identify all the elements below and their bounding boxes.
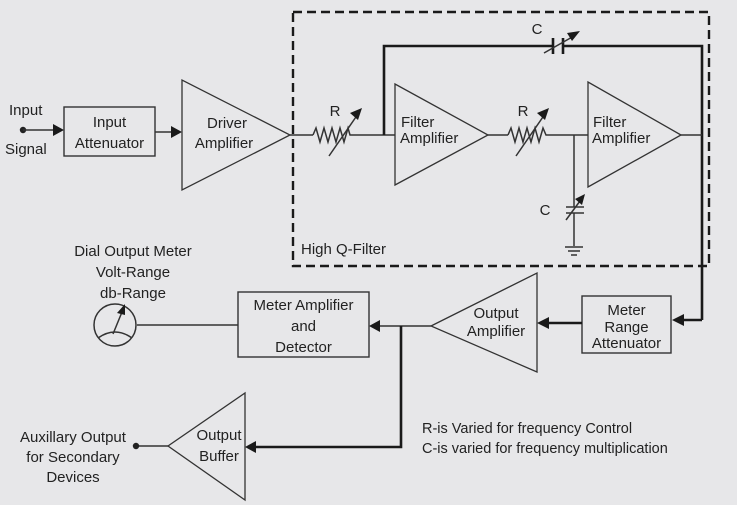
output-buffer-triangle [166, 391, 246, 502]
notes: R-is Varied for frequency Control C-is v… [422, 421, 668, 457]
filter-amplifier-1: Filter Amplifier [394, 82, 490, 187]
high-q-filter-label: High Q-Filter [301, 241, 386, 258]
filter-amplifier-2-line1: Filter [593, 114, 626, 131]
filter-amplifier-2: Filter Amplifier [587, 80, 683, 189]
output-amplifier-line1: Output [473, 305, 519, 322]
meter-amplifier-detector-block: Meter Amplifier and Detector [237, 291, 370, 358]
input-label-line2: Signal [5, 141, 47, 158]
output-amplifier-triangle [429, 271, 538, 373]
output-amplifier: Output Amplifier [429, 271, 538, 373]
arrow-icon [245, 441, 256, 453]
high-q-filter: High Q-Filter R C Filter Amplifier [290, 10, 711, 320]
filter-amplifier-1-line1: Filter [401, 114, 434, 131]
dial-meter-line2: Volt-Range [96, 264, 170, 281]
aux-output-line3: Devices [46, 469, 99, 486]
arrow-icon [672, 314, 684, 326]
feedback-capacitor-label: C [532, 21, 543, 38]
note-resistor: R-is Varied for frequency Control [422, 421, 632, 437]
driver-amplifier-line1: Driver [207, 115, 247, 132]
filter-amplifier-1-line2: Amplifier [400, 130, 458, 147]
meter-range-attenuator-line2: Range [604, 319, 648, 336]
feedback-wire [563, 44, 704, 320]
arrow-icon [171, 126, 182, 138]
driver-amplifier-line2: Amplifier [195, 135, 253, 152]
wire [253, 326, 403, 449]
meter-amplifier-line2: and [291, 318, 316, 335]
meter-amplifier-line1: Meter Amplifier [253, 297, 353, 314]
arrow-icon [369, 320, 380, 332]
note-capacitor: C-is varied for frequency multiplication [422, 441, 668, 457]
driver-amplifier-triangle [181, 78, 292, 192]
aux-output-terminal-dot [132, 442, 140, 450]
input-signal: Input Signal [5, 102, 64, 158]
aux-output-line1: Auxillary Output [20, 429, 127, 446]
variable-resistor-icon: R [312, 103, 384, 157]
aux-output-label: Auxillary Output for Secondary Devices [20, 429, 127, 486]
resistor2-label: R [518, 103, 529, 120]
meter-range-attenuator-line1: Meter [607, 302, 645, 319]
feedback-wire [382, 44, 552, 135]
ground-icon [565, 246, 583, 256]
output-buffer-line1: Output [196, 427, 242, 444]
output-buffer: Output Buffer [166, 391, 246, 502]
filter-amplifier-2-triangle [587, 80, 683, 189]
input-label-line1: Input [9, 102, 43, 119]
variable-resistor-icon: R [507, 103, 575, 157]
variable-capacitor-icon: C [540, 194, 585, 221]
dial-meter-icon [93, 303, 137, 347]
input-attenuator-block: Input Attenuator [63, 106, 156, 157]
input-attenuator-line1: Input [93, 114, 127, 131]
input-attenuator-line2: Attenuator [75, 135, 144, 152]
output-buffer-line2: Buffer [199, 448, 239, 465]
meter-range-attenuator-line3: Attenuator [592, 335, 661, 352]
meter-amplifier-line3: Detector [275, 339, 332, 356]
filter-amplifier-2-line2: Amplifier [592, 130, 650, 147]
arrow-icon [537, 317, 549, 329]
high-q-filter-boundary [291, 10, 711, 268]
dial-meter-line3: db-Range [100, 285, 166, 302]
meter-range-attenuator-block: Meter Range Attenuator [581, 295, 672, 354]
aux-output-line2: for Secondary [26, 449, 120, 466]
meter-range-attenuator-box [581, 295, 672, 354]
arrow-icon [53, 124, 64, 136]
filter-amplifier-1-triangle [394, 82, 490, 187]
resistor1-label: R [330, 103, 341, 120]
output-amplifier-line2: Amplifier [467, 323, 525, 340]
variable-capacitor-icon: C [532, 21, 580, 54]
shunt-capacitor-label: C [540, 202, 551, 219]
dial-meter-line1: Dial Output Meter [74, 243, 192, 260]
driver-amplifier: Driver Amplifier [181, 78, 292, 192]
dial-output-meter: Dial Output Meter Volt-Range db-Range [74, 243, 192, 347]
